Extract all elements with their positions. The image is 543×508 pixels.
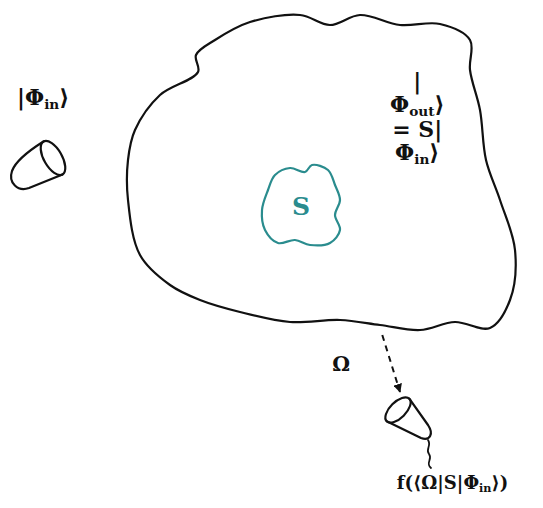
node-text: |Φin⟩ xyxy=(17,86,69,111)
source-emitter: |Φin⟩ xyxy=(5,82,100,194)
detector-wire xyxy=(428,440,431,468)
node-text: S xyxy=(258,194,344,220)
source-cone xyxy=(11,142,62,189)
node-text: f(⟨Ω|S|Φin⟩) xyxy=(365,474,540,495)
scatterer-cloud: S xyxy=(258,162,344,248)
edge-label: Ω xyxy=(330,352,352,376)
detector-opening xyxy=(381,393,415,427)
cloud-outline xyxy=(127,15,516,330)
edge-label-holder: Ω xyxy=(330,352,352,376)
dashed-arrow xyxy=(382,335,400,392)
connectors xyxy=(382,335,400,392)
detector: f(⟨Ω|S|Φin⟩) xyxy=(365,388,540,504)
node-text: |Φout⟩ = S|Φin⟩ xyxy=(390,70,445,166)
scattering-region: S |Φout⟩ = S|Φin⟩ xyxy=(128,10,518,335)
scattering-region-outline xyxy=(128,10,518,335)
source-opening xyxy=(36,137,71,179)
